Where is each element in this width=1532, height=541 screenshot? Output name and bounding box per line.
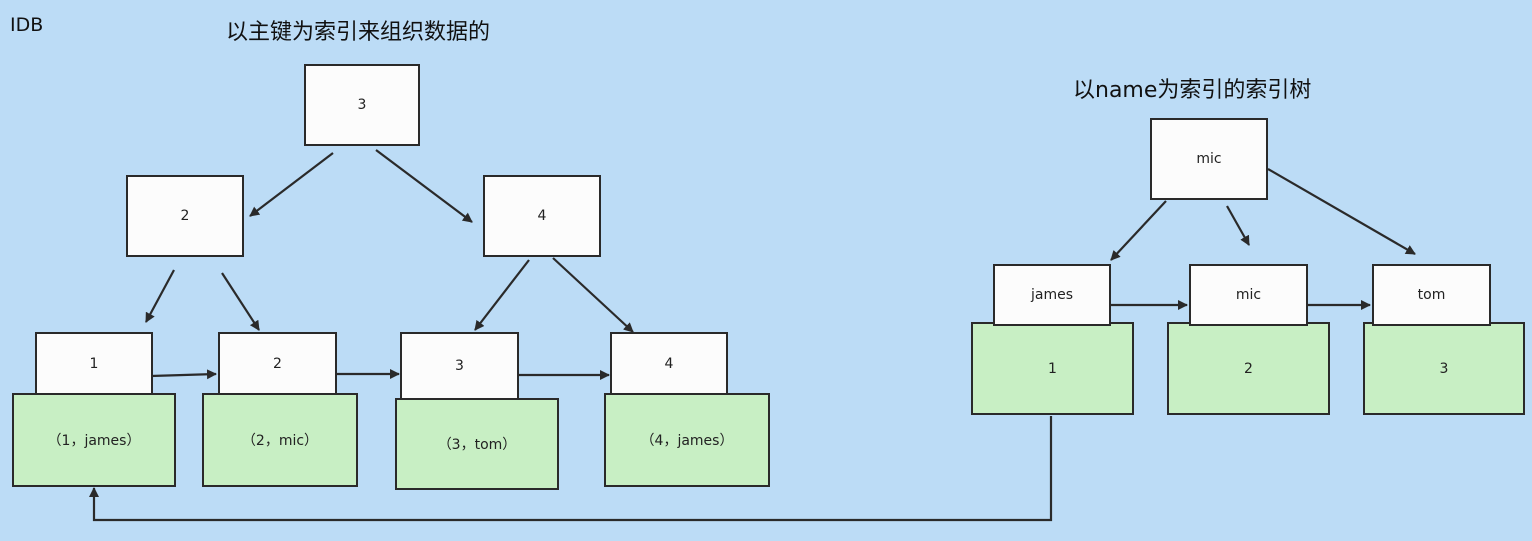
primary-internal-node-right: 4: [483, 175, 601, 257]
leaf-link-1-2: [150, 369, 217, 380]
primary-internal-node-left: 2: [126, 175, 244, 257]
edge-mic-to-james: [1110, 200, 1167, 261]
leaf-key-4: 4: [610, 332, 728, 395]
leaf-key-2: 2: [218, 332, 337, 395]
back-to-table-arrow: [89, 416, 1053, 522]
engine-label: IDB: [10, 14, 44, 36]
edge-root-to-4: [375, 149, 473, 223]
row-data-3: （3，tom）: [395, 398, 559, 490]
secondary-root-node: mic: [1150, 118, 1268, 200]
edge-4-to-4: [552, 257, 634, 333]
edge-root-to-2: [249, 152, 334, 217]
pk-value-1: 1: [971, 322, 1134, 415]
edge-mic-to-tom: [1267, 168, 1416, 255]
row-data-4: （4，james）: [604, 393, 770, 487]
pk-value-3: 3: [1363, 322, 1525, 415]
leaf-key-3: 3: [400, 332, 519, 400]
pk-value-2: 2: [1167, 322, 1330, 415]
edge-mic-to-mic: [1226, 205, 1250, 246]
row-data-2: （2，mic）: [202, 393, 358, 487]
row-data-1: （1，james）: [12, 393, 176, 487]
edge-2-to-2: [221, 272, 260, 331]
leaf-key-1: 1: [35, 332, 153, 395]
primary-index-title: 以主键为索引来组织数据的: [226, 20, 491, 45]
edge-4-to-3: [474, 259, 530, 331]
secondary-index-title: 以name为索引的索引树: [1073, 78, 1312, 103]
name-key-tom: tom: [1372, 264, 1491, 326]
name-key-james: james: [993, 264, 1111, 326]
name-key-mic: mic: [1189, 264, 1308, 326]
primary-root-node: 3: [304, 64, 420, 146]
edge-2-to-1: [145, 269, 175, 323]
